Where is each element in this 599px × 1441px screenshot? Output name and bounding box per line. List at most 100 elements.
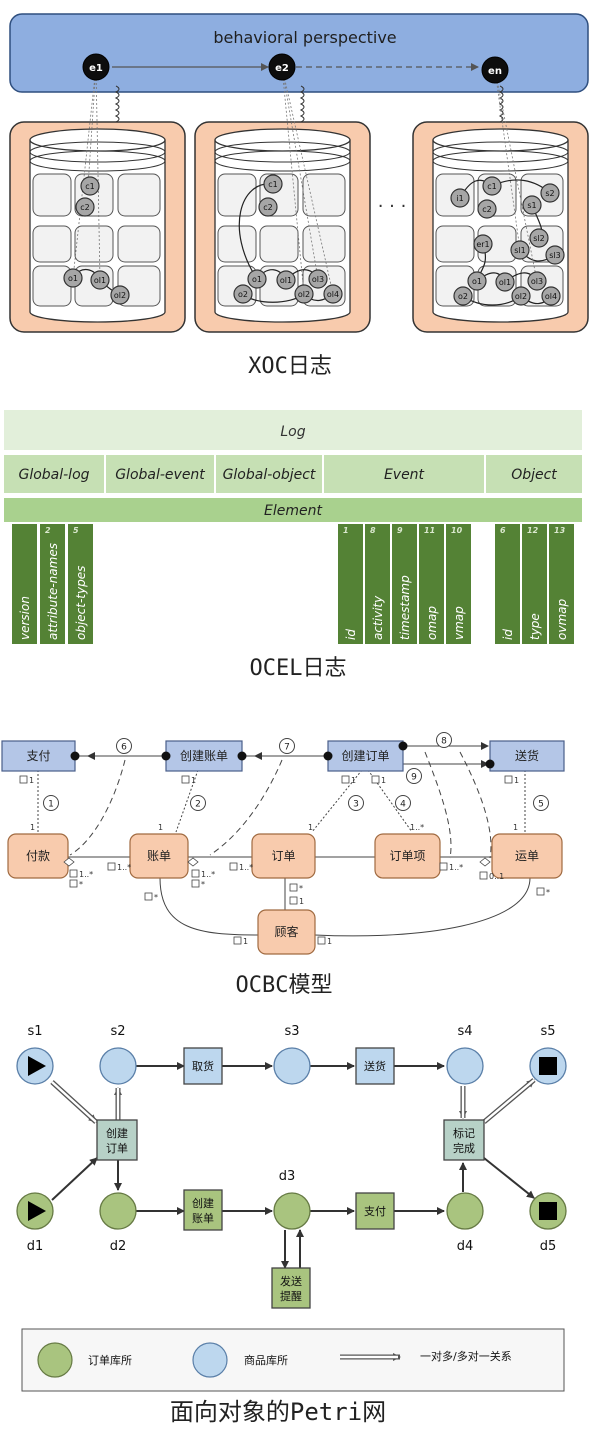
ocel-attribute-label: ovmap (555, 599, 569, 640)
xoc-object-cell (117, 225, 161, 263)
ocbc-activity-box (1, 740, 76, 772)
ocbc-constraint-number: 9 (411, 773, 417, 783)
ocbc-cardinality-label: 1..* (117, 863, 131, 872)
ocbc-cardinality-label: 1..* (201, 870, 215, 879)
petri-place-label: d4 (457, 1239, 474, 1254)
ocbc-connector-dot (237, 751, 247, 761)
ocbc-cardinality-label: 1 (308, 823, 313, 832)
ocel-attribute-number: 9 (397, 526, 403, 535)
ocbc-class-box (374, 833, 441, 879)
ocbc-aggregation-diamond (63, 857, 75, 867)
ocel-attribute-column (365, 524, 390, 644)
ocbc-edge (459, 751, 492, 859)
xoc-object-node (477, 199, 497, 219)
ocel-attribute-number: 10 (451, 526, 463, 535)
petri-place-label: s4 (457, 1024, 472, 1039)
petri-place-label: s5 (540, 1024, 555, 1039)
ocbc-constraint-number: 3 (353, 800, 359, 810)
ocbc-cardinality-marker (229, 862, 238, 871)
ocel-group-box (106, 455, 214, 493)
xoc-event-label: e1 (89, 63, 103, 74)
ocbc-class-box (251, 833, 316, 879)
xoc-object-cell (302, 225, 346, 263)
xoc-object-cell (302, 173, 346, 217)
ocbc-constraint-number-circle (43, 795, 59, 811)
ocel-attribute-label: vmap (452, 606, 466, 640)
ocbc-constraint-number: 2 (195, 800, 201, 810)
petri-transition (271, 1267, 311, 1309)
petri-transition (183, 1047, 223, 1085)
ocbc-cardinality-label: 1..* (410, 823, 424, 832)
petri-place-order (273, 1192, 311, 1230)
ocbc-class-label: 付款 (26, 849, 50, 863)
ocbc-cardinality-marker (371, 775, 380, 784)
petri-double-arc-inner (51, 1081, 97, 1123)
xoc-object-node (276, 270, 296, 290)
xoc-object-node (323, 284, 343, 304)
xoc-event-object-link (281, 66, 334, 295)
xoc-object-node-label: i1 (456, 194, 463, 203)
petri-transition-label: 送货 (364, 1059, 386, 1073)
ocel-attribute-label: type (528, 613, 542, 640)
xoc-event-node (82, 53, 110, 81)
petri-transition-label: 支付 (364, 1205, 386, 1218)
petri-end-token (539, 1202, 557, 1220)
ocbc-edge (209, 759, 283, 856)
ocel-attribute-column (338, 524, 363, 644)
petri-legend-box (21, 1328, 565, 1392)
ocel-attribute-column (419, 524, 444, 644)
xoc-object-node (63, 268, 83, 288)
xoc-object-node (308, 269, 328, 289)
ocbc-cardinality-marker (69, 879, 78, 888)
xoc-ellipsis: · · · (378, 196, 407, 217)
ocbc-cardinality-label: 1..* (239, 863, 253, 872)
xoc-event-object-link (72, 66, 97, 279)
xoc-object-node (540, 183, 560, 203)
xoc-object-node-label: ol4 (545, 292, 557, 301)
ocbc-edge (314, 877, 531, 937)
ocbc-cardinality-marker (69, 869, 78, 878)
ocbc-connector-dot (161, 751, 171, 761)
petri-place-order (99, 1192, 137, 1230)
ocbc-class-label: 运单 (515, 849, 539, 863)
petri-place-order (446, 1192, 484, 1230)
ocbc-cardinality-label: * (546, 888, 550, 897)
xoc-object-node (541, 286, 561, 306)
xoc-object-node (258, 197, 278, 217)
petri-transition (183, 1189, 223, 1231)
petri-start-token (28, 1056, 46, 1076)
ocbc-class-label: 订单项 (389, 849, 425, 863)
ocbc-edge (311, 769, 363, 833)
ocbc-constraint-number-circle (190, 795, 206, 811)
petri-arc (51, 1157, 98, 1201)
xoc-object-node-label: ol2 (114, 291, 126, 300)
petri-legend-order-swatch (37, 1342, 73, 1378)
ocbc-aggregation-diamond (479, 857, 491, 867)
ocel-group-box (486, 455, 582, 493)
petri-transition-label: 完成 (453, 1141, 475, 1155)
ocel-attribute-label: id (501, 629, 515, 640)
ocbc-cardinality-label: 1 (299, 897, 304, 906)
ocbc-constraint-number-circle (406, 768, 422, 784)
ocel-group-label: Global-log (18, 467, 89, 483)
xoc-object-node (233, 284, 253, 304)
ocbc-connector-dot (70, 751, 80, 761)
petri-legend-goods-swatch (192, 1342, 228, 1378)
ocbc-cardinality-label: 0..1 (489, 872, 504, 881)
ocbc-edge (69, 759, 126, 856)
xoc-object-node-label: ol3 (312, 275, 324, 284)
ocbc-cardinality-marker (289, 883, 298, 892)
xoc-object-cell (259, 225, 299, 263)
xoc-object-cell (117, 173, 161, 217)
behavioral-perspective-label: behavioral perspective (213, 28, 396, 47)
ocbc-aggregation-diamond (187, 857, 199, 867)
ocel-attribute-label: activity (371, 595, 385, 640)
xoc-caption: XOC日志 (248, 354, 332, 379)
petri-end-token (539, 1057, 557, 1075)
ocbc-constraint-number: 7 (284, 743, 290, 753)
